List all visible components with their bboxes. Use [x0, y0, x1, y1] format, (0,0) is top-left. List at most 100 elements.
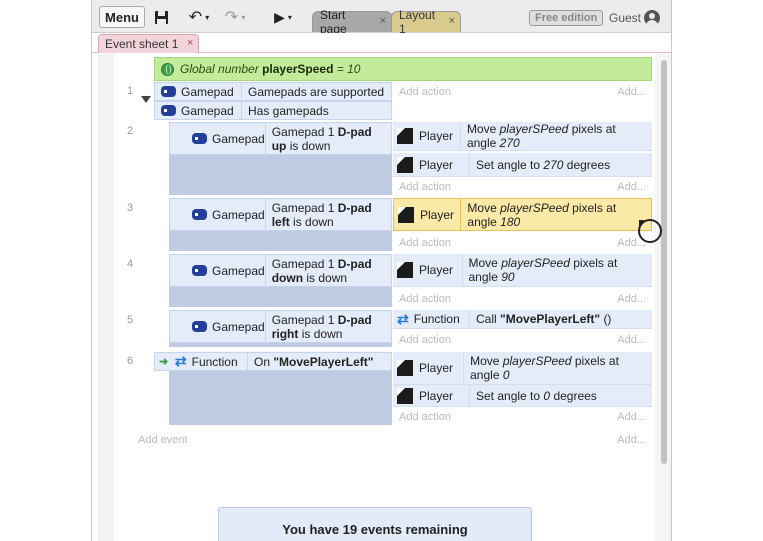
add-action-link[interactable]: Add action — [399, 236, 451, 249]
redo-button[interactable]: ↷▾ — [220, 6, 250, 28]
condition-row[interactable]: Gamepad Has gamepads — [154, 101, 392, 120]
gamepad-icon — [161, 105, 176, 116]
condition-text: Gamepad 1 D-pad left is down — [271, 200, 372, 229]
gamepad-icon — [192, 209, 207, 220]
object-name: Gamepad — [181, 103, 234, 118]
event-sheet[interactable]: Global number playerSpeed = 10 1 Gamepad… — [92, 54, 655, 541]
condition-text: Gamepad 1 D-pad up is down — [271, 124, 372, 153]
add-more-link[interactable]: Add... — [617, 333, 646, 346]
player-sprite-icon — [398, 206, 414, 223]
add-more-link[interactable]: Add... — [617, 410, 646, 423]
action-row[interactable]: ⇄Function Call "MovePlayerLeft" () — [393, 310, 652, 329]
add-event-row[interactable]: Add event Add... — [138, 434, 646, 446]
tab-start-page[interactable]: Start page × — [312, 8, 392, 36]
player-sprite-icon — [397, 262, 413, 278]
add-action-link[interactable]: Add action — [399, 333, 451, 346]
event-number: 2 — [126, 125, 134, 137]
collapse-arrow-icon[interactable] — [141, 96, 151, 103]
condition-text: Gamepad 1 D-pad right is down — [271, 312, 372, 341]
action-row-selected[interactable]: Player Move playerSPeed pixels at angle … — [393, 198, 652, 231]
player-sprite-icon — [397, 387, 413, 404]
events-remaining-notice: You have 19 events remaining — [218, 507, 532, 541]
add-more-link[interactable]: Add... — [617, 434, 646, 446]
sheet-gutter — [98, 54, 114, 541]
condition-row[interactable]: Gamepad Gamepad 1 D-pad down is down — [169, 254, 392, 287]
add-action-row[interactable]: Add action Add... — [393, 178, 652, 195]
close-icon[interactable]: × — [448, 15, 455, 27]
gamepad-icon — [192, 321, 207, 332]
add-more-link[interactable]: Add... — [617, 236, 646, 249]
vertical-scrollbar[interactable] — [655, 54, 671, 541]
add-action-link[interactable]: Add action — [399, 410, 451, 423]
scrollbar-thumb[interactable] — [661, 60, 667, 464]
condition-row[interactable]: Gamepad Gamepads are supported — [154, 82, 392, 101]
action-row[interactable]: Player Move playerSPeed pixels at angle … — [393, 254, 652, 287]
gamepad-icon — [161, 86, 176, 97]
user-icon[interactable] — [644, 10, 660, 26]
action-text: Set angle to 270 degrees — [476, 157, 611, 172]
object-name: Gamepad — [212, 131, 265, 146]
chevron-down-icon: ▾ — [241, 12, 246, 22]
mouse-cursor-icon — [638, 219, 662, 243]
close-icon[interactable]: × — [186, 37, 194, 49]
event-number: 6 — [126, 355, 134, 367]
add-action-row[interactable]: Add action Add... — [393, 290, 652, 307]
object-name: Gamepad — [181, 84, 234, 99]
global-variable-row[interactable]: Global number playerSpeed = 10 — [154, 57, 652, 81]
add-more-link[interactable]: Add... — [617, 85, 646, 98]
action-row[interactable]: Player Set angle to 0 degrees — [393, 385, 652, 407]
player-sprite-icon — [397, 360, 413, 376]
add-action-link[interactable]: Add action — [399, 85, 451, 98]
tab-layout-1[interactable]: Layout 1 × — [391, 8, 461, 36]
condition-row[interactable]: Gamepad Gamepad 1 D-pad left is down — [169, 198, 392, 231]
global-var-name: playerSpeed — [262, 62, 334, 76]
gamepad-icon — [192, 265, 207, 276]
add-action-row[interactable]: Add action Add... — [393, 408, 652, 425]
close-icon[interactable]: × — [379, 15, 386, 27]
event-number: 4 — [126, 258, 134, 270]
action-row[interactable]: Player Move playerSPeed pixels at angle … — [393, 352, 652, 385]
action-object: Player — [393, 254, 463, 286]
condition-object: Gamepad — [170, 255, 266, 286]
undo-icon: ↶ — [188, 9, 203, 26]
function-icon: ⇄ — [397, 310, 409, 327]
add-more-link[interactable]: Add... — [617, 292, 646, 305]
globe-icon — [161, 62, 174, 76]
tab-label: Layout 1 — [399, 8, 436, 36]
condition-text: Gamepads are supported — [248, 84, 385, 99]
condition-text: On "MovePlayerLeft" — [254, 354, 374, 369]
function-icon: ⇄ — [174, 353, 187, 369]
condition-row[interactable]: ➜ ⇄Function On "MovePlayerLeft" — [154, 352, 392, 371]
preview-button[interactable]: ▶▾ — [268, 6, 298, 28]
undo-button[interactable]: ↶▾ — [184, 6, 214, 28]
add-action-row[interactable]: Add action Add... — [393, 331, 652, 348]
tab-label: Start page — [320, 8, 347, 36]
add-action-link[interactable]: Add action — [399, 292, 451, 305]
condition-text: Gamepad 1 D-pad down is down — [271, 256, 372, 285]
add-event-link[interactable]: Add event — [138, 434, 188, 446]
menu-button[interactable]: Menu — [99, 6, 145, 28]
action-row[interactable]: Player Set angle to 270 degrees — [393, 153, 652, 177]
action-object: Player — [393, 385, 470, 406]
add-action-link[interactable]: Add action — [399, 180, 451, 193]
free-edition-badge[interactable]: Free edition — [529, 10, 604, 26]
action-text: Call "MovePlayerLeft" () — [476, 312, 612, 326]
sheet-tab-bar: Event sheet 1 × — [92, 33, 671, 53]
action-object: Player — [393, 153, 470, 176]
event-number: 3 — [126, 202, 134, 214]
tab-label: Event sheet 1 — [105, 37, 179, 51]
action-row[interactable]: Player Move playerSPeed pixels at angle … — [393, 122, 652, 151]
user-name[interactable]: Guest — [609, 11, 642, 25]
add-more-link[interactable]: Add... — [617, 180, 646, 193]
player-sprite-icon — [397, 128, 413, 144]
add-action-row[interactable]: Add action Add... — [393, 234, 652, 251]
action-text: Move playerSPeed pixels at angle 0 — [470, 354, 619, 382]
save-button[interactable] — [150, 6, 172, 28]
event-number: 1 — [126, 85, 134, 97]
global-var-prefix: Global number — [180, 62, 259, 76]
add-action-row[interactable]: Add action Add... — [393, 82, 652, 101]
condition-row[interactable]: Gamepad Gamepad 1 D-pad right is down — [169, 310, 392, 343]
condition-row[interactable]: Gamepad Gamepad 1 D-pad up is down — [169, 122, 392, 155]
tab-event-sheet-1[interactable]: Event sheet 1 × — [98, 34, 200, 53]
condition-object: Gamepad — [155, 102, 242, 119]
